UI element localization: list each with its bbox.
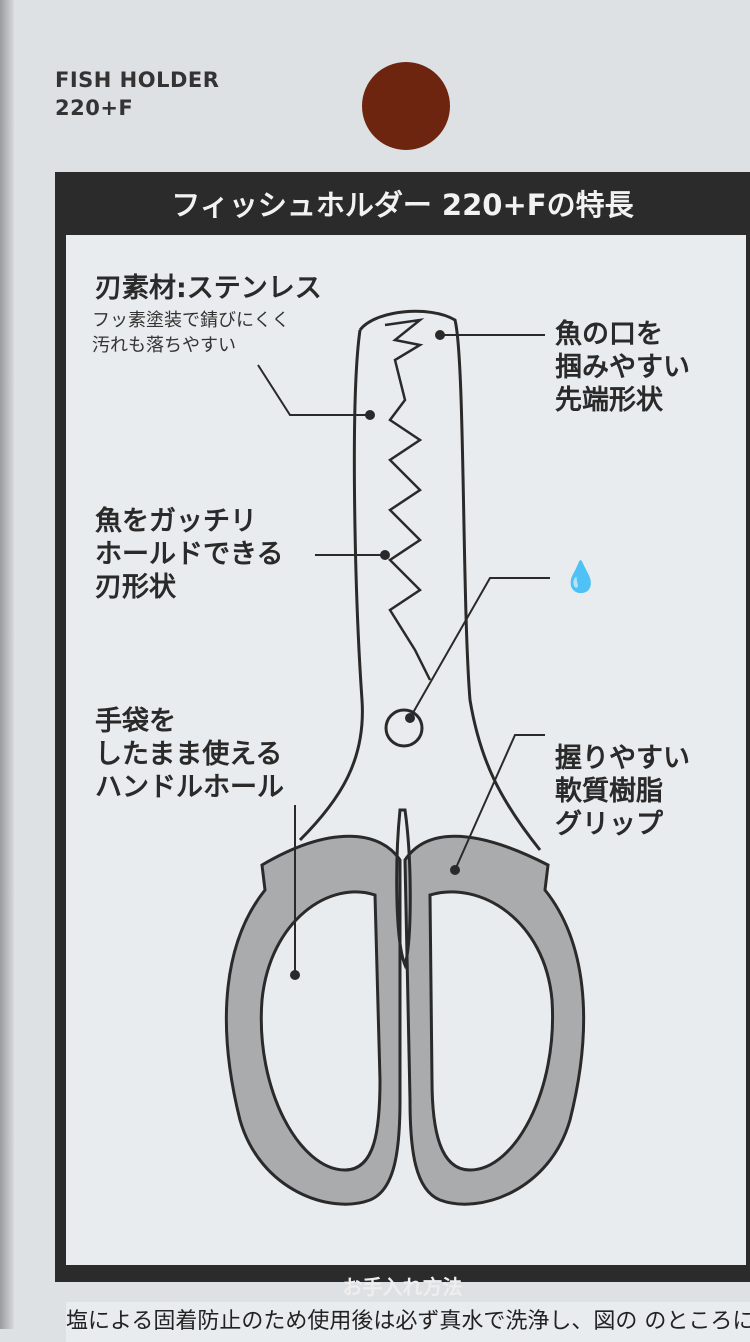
product-model: 220+F [55, 96, 134, 120]
product-name: FISH HOLDER 220+F [55, 66, 219, 122]
blade-shape-line: 魚をガッチリ [95, 506, 257, 537]
blade-material-desc-1: フッ素塗装で錆びにくく [92, 310, 290, 331]
care-text: 塩による固着防止のため使用後は必ず真水で洗浄し、図の のところに [66, 1302, 750, 1342]
grip-line: 握りやすい [555, 743, 690, 774]
handle-hole-line: ハンドルホール [95, 772, 284, 803]
blade-material-desc-2: 汚れも落ちやすい [92, 335, 236, 356]
blade-shape-line: 刃形状 [95, 572, 176, 603]
callout-lines [257, 330, 550, 980]
handle-holes [259, 890, 555, 1172]
hang-hole [362, 62, 450, 150]
tip-label: 魚の口を 掴みやすい 先端形状 [555, 318, 690, 417]
blade-outline [298, 309, 542, 970]
care-title: お手入れ方法 [342, 1275, 463, 1299]
tip-line: 先端形状 [555, 385, 663, 416]
product-name-line1: FISH HOLDER [55, 68, 220, 92]
blade-shape-line: ホールドできる [95, 539, 284, 570]
grip-line: グリップ [555, 809, 663, 840]
grip-line: 軟質樹脂 [555, 776, 663, 807]
water-drop-icon: 💧 [562, 560, 600, 595]
card-edge-shadow [0, 0, 14, 1329]
blade-material-title: 刃素材:ステンレス [95, 273, 322, 304]
feature-header: フィッシュホルダー 220+Fの特長 [171, 188, 634, 222]
handle-hole-line: 手袋を [95, 706, 176, 737]
tip-line: 魚の口を [555, 319, 663, 350]
feature-panel [66, 235, 746, 1265]
handle-hole-label: 手袋を したまま使える ハンドルホール [95, 705, 284, 804]
handle-hole-line: したまま使える [95, 739, 283, 770]
grip-label: 握りやすい 軟質樹脂 グリップ [555, 742, 690, 841]
tip-line: 掴みやすい [555, 352, 690, 383]
blade-shape-label: 魚をガッチリ ホールドできる 刃形状 [95, 505, 283, 604]
